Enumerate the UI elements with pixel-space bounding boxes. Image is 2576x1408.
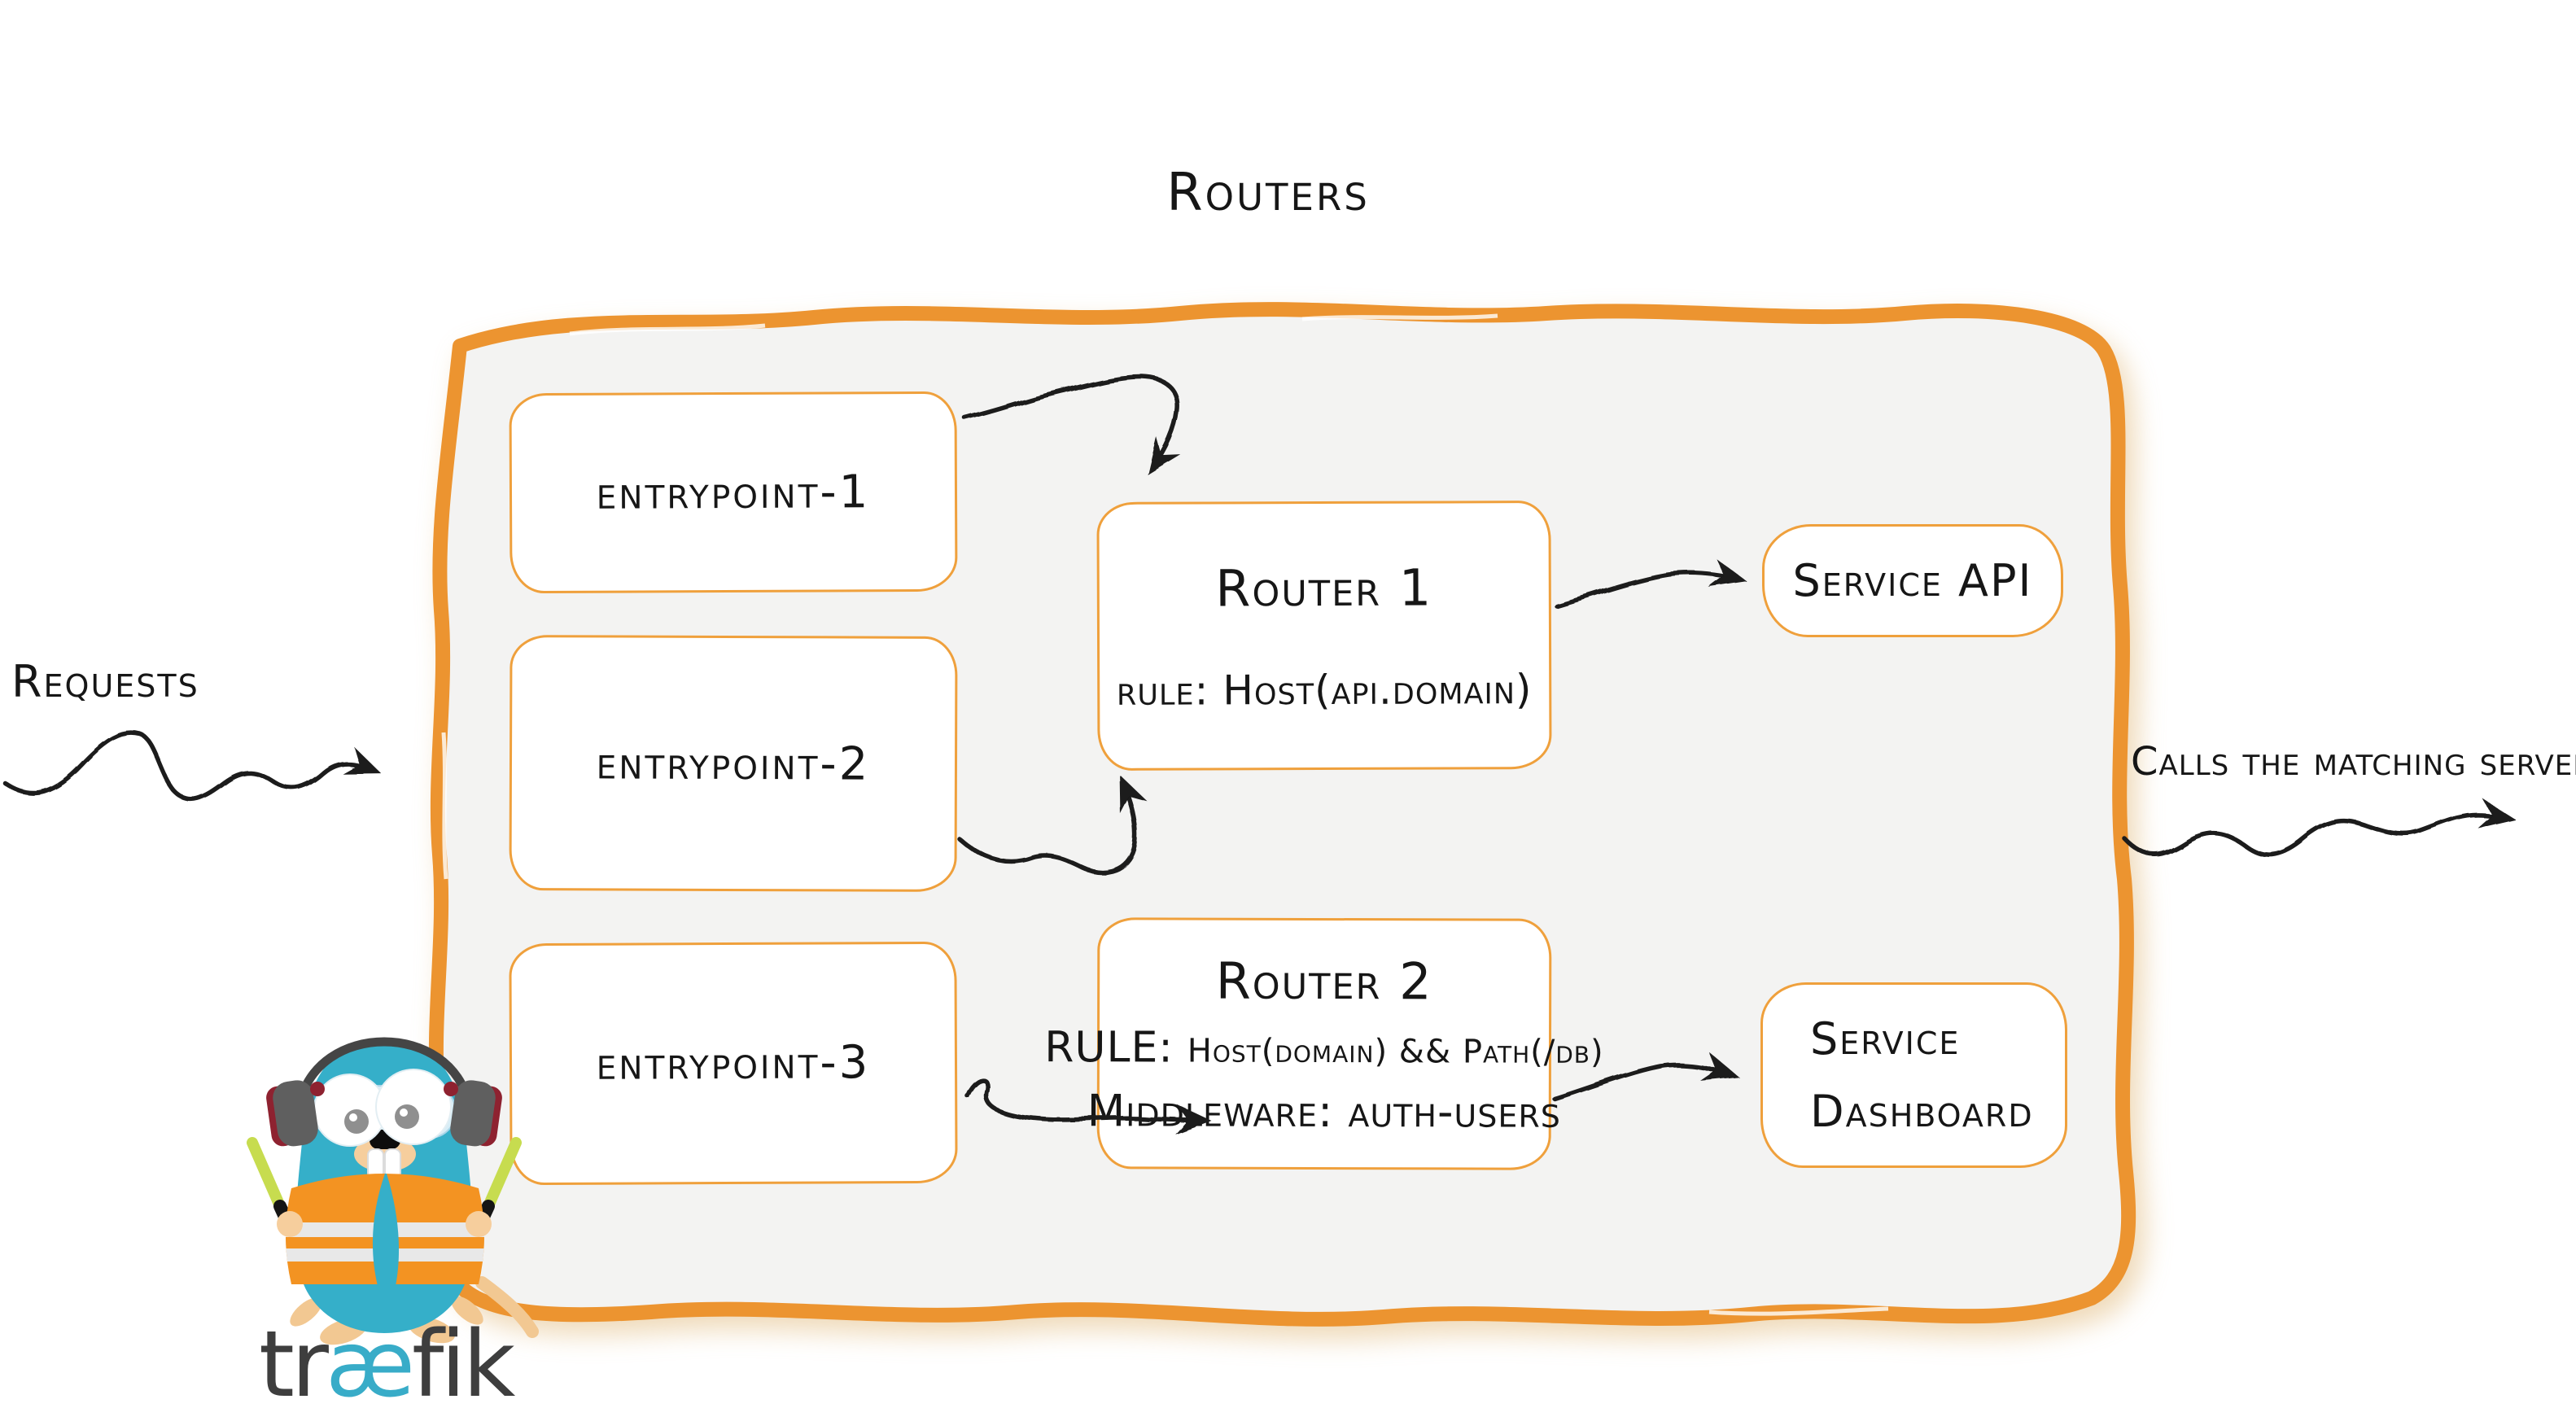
router2-to-service-dashboard-arrow [1552,1052,1739,1101]
gopher-teeth [367,1148,401,1179]
safety-vest [286,1174,484,1286]
headphones-icon [266,1037,502,1147]
router1-to-service-api-arrow [1554,558,1747,608]
service-dashboard-label-line1: Service [1810,1013,1961,1065]
page-title: Routers [1166,163,1370,223]
calls-label: Calls the matching server [2131,739,2576,785]
service-api-label: Service API [1792,555,2033,606]
wordmark-post: fik [411,1312,515,1408]
gopher-fist-left [277,1211,303,1237]
gopher-fist-right [466,1211,492,1237]
requests-label: Requests [11,656,199,707]
wordmark-ae: æ [325,1312,415,1408]
requests-arrow [2,730,382,802]
service-dashboard-label-line2: Dashboard [1810,1086,2034,1137]
gopher-tail [475,1276,539,1338]
traefik-gopher-logo [247,1037,539,1345]
wordmark-pre: tr [259,1312,329,1408]
entrypoint2-to-router1-arrow [956,774,1148,875]
traefik-wordmark: træfik [259,1312,515,1408]
service-api-box: Service API [1762,524,2063,637]
gopher-eyes [313,1069,452,1147]
service-dashboard-box: Service Dashboard [1760,982,2067,1168]
calls-arrow [2122,798,2516,857]
marker-texture [441,313,1889,1316]
entrypoint3-to-router2-arrow [964,1077,1212,1135]
entrypoint1-to-router1-arrow [963,374,1181,474]
